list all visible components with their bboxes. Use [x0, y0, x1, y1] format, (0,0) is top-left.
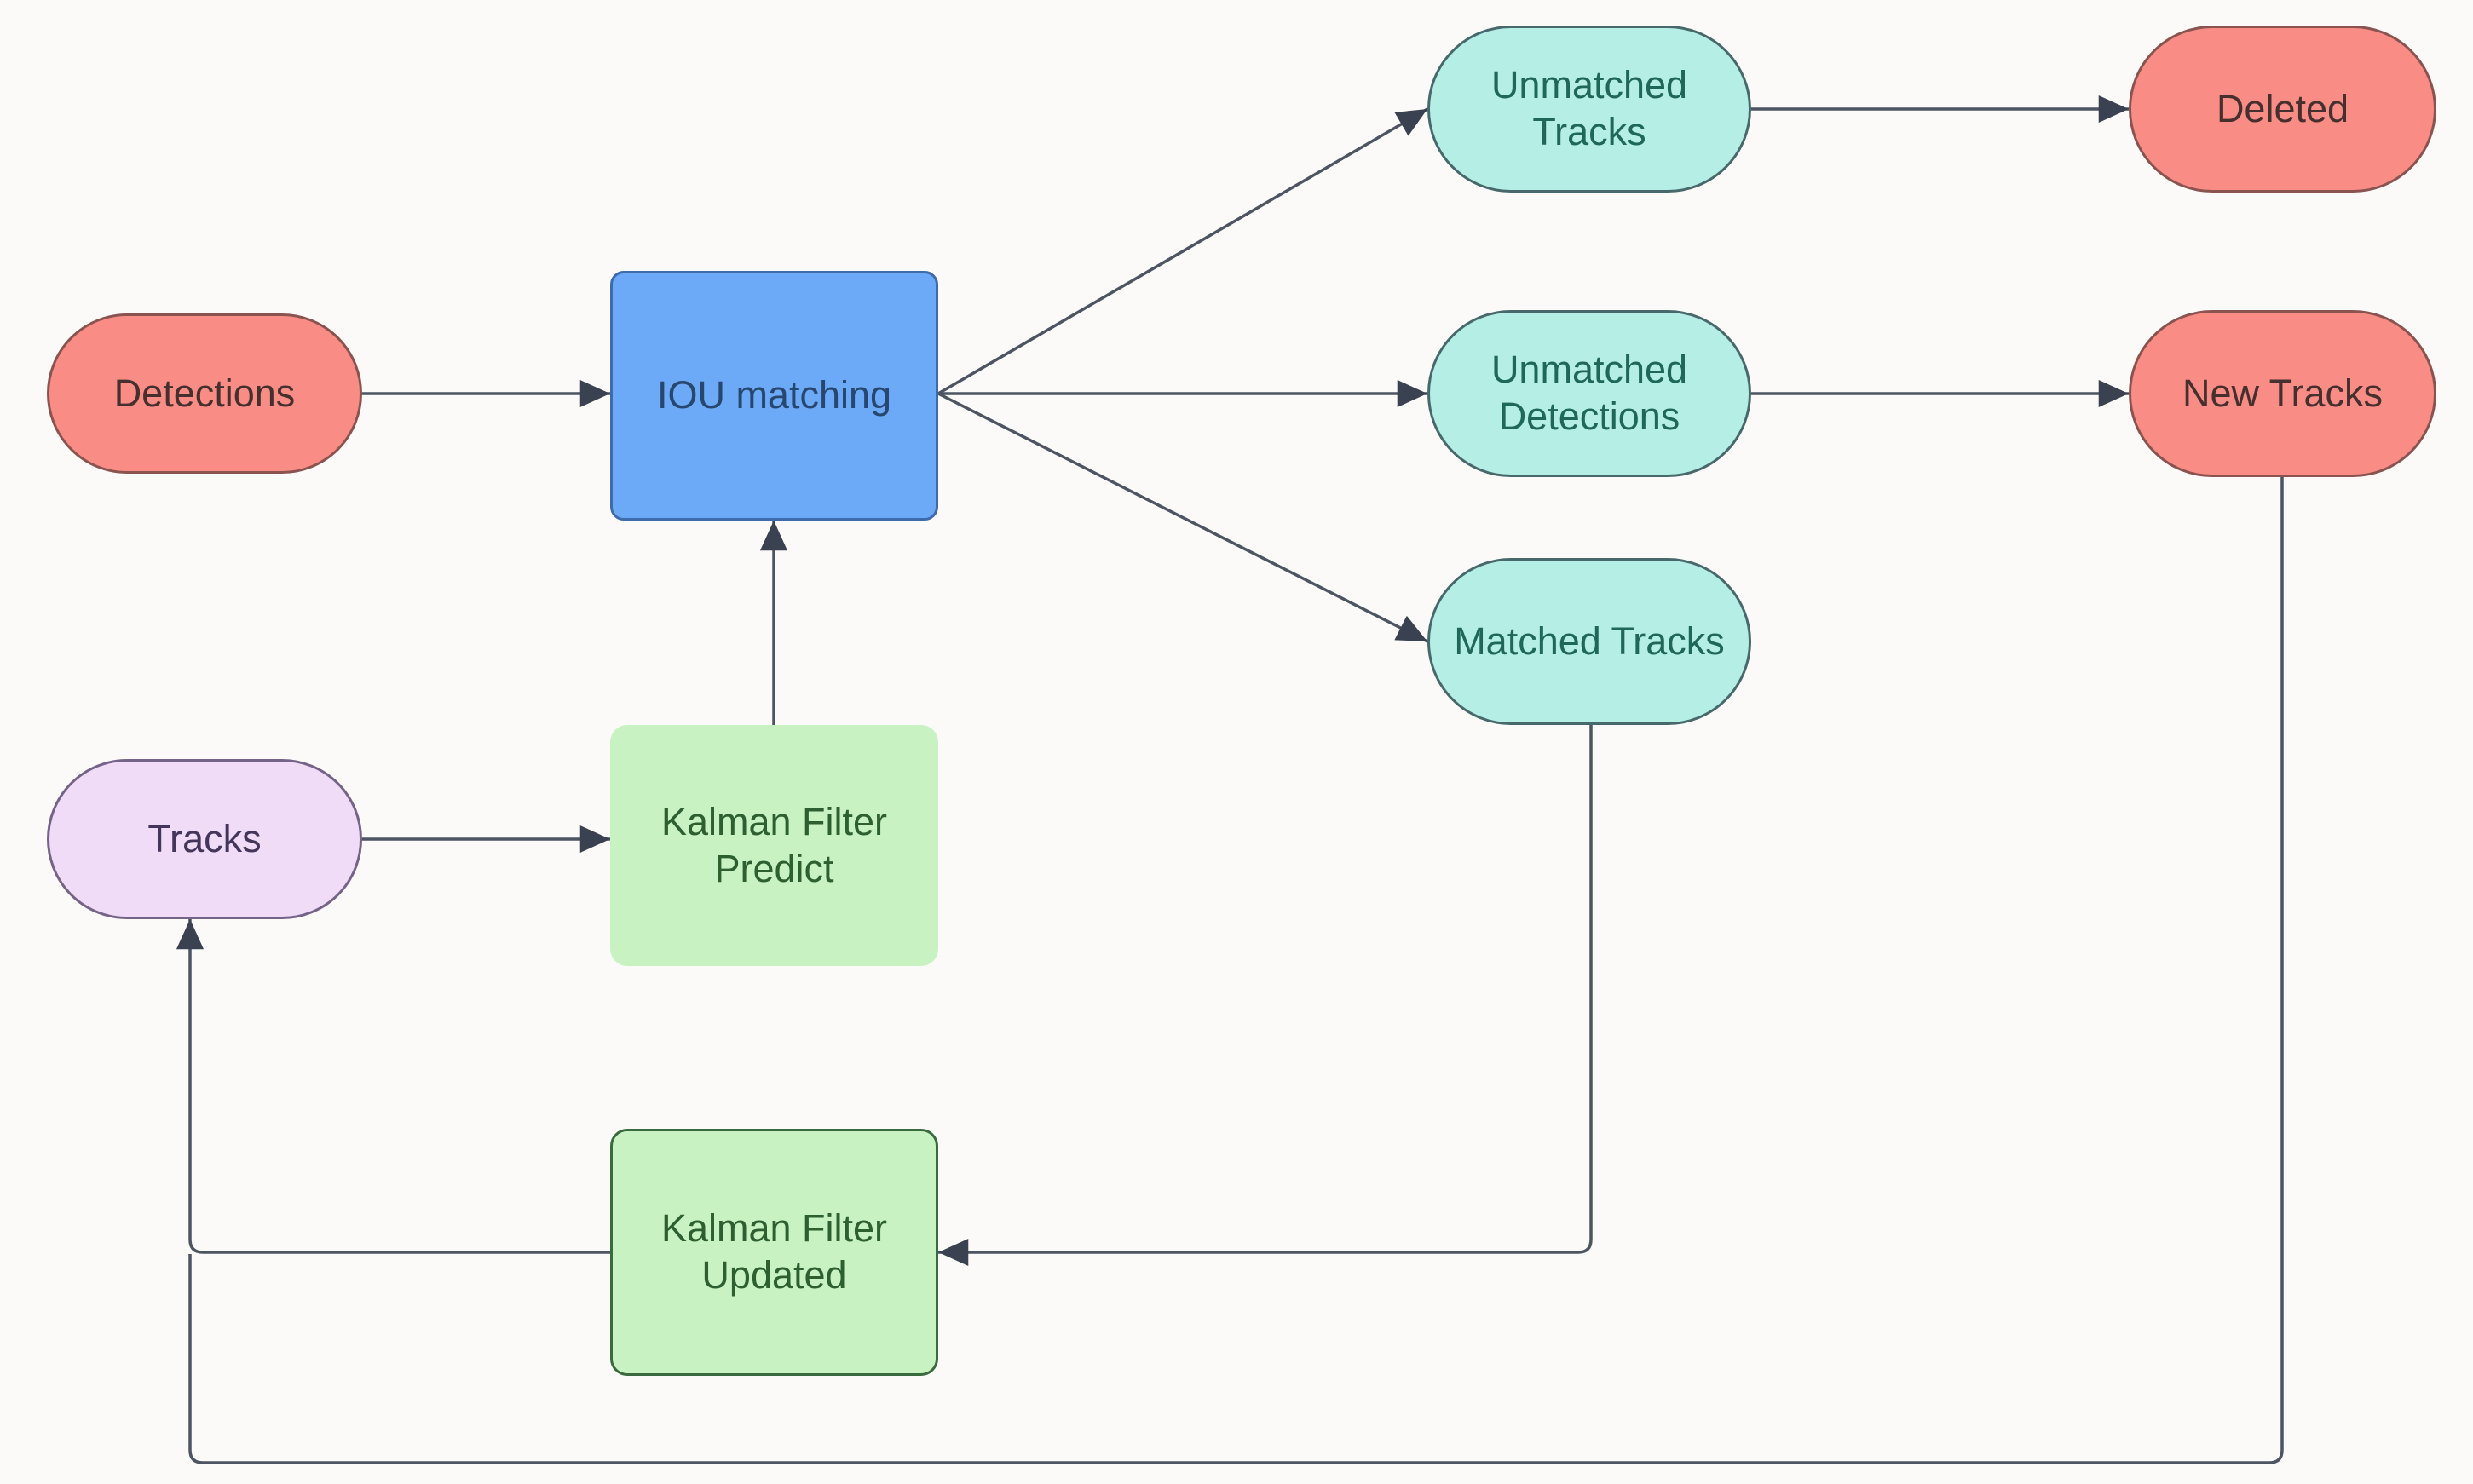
node-label-new-tracks: New Tracks	[2182, 371, 2384, 415]
node-iou-matching: IOU matching	[610, 271, 938, 521]
node-new-tracks: New Tracks	[2129, 310, 2436, 477]
edge-iou-matching-to-matched-tracks	[937, 392, 1428, 643]
node-label-unmatched-tracks: Unmatched Tracks	[1490, 63, 1688, 153]
node-deleted: Deleted	[2129, 26, 2436, 193]
edge-new-tracks-to-tracks	[188, 477, 2284, 1464]
node-label-detections: Detections	[113, 371, 296, 415]
edge-iou-matching-to-unmatched-tracks	[937, 107, 1428, 395]
edge-matched-tracks-to-kalman-filter-updated	[938, 725, 1593, 1267]
node-label-kalman-filter-updated: Kalman Filter Updated	[660, 1206, 888, 1297]
node-kalman-filter-predict: Kalman Filter Predict	[610, 725, 938, 966]
node-label-deleted: Deleted	[2216, 86, 2349, 130]
node-detections: Detections	[47, 313, 362, 474]
node-tracks: Tracks	[47, 759, 362, 919]
node-label-matched-tracks: Matched Tracks	[1454, 618, 1725, 663]
node-unmatched-detections: Unmatched Detections	[1427, 310, 1751, 477]
node-kalman-filter-updated: Kalman Filter Updated	[610, 1129, 938, 1376]
node-matched-tracks: Matched Tracks	[1427, 558, 1751, 725]
node-label-tracks: Tracks	[147, 816, 262, 860]
edge-kalman-filter-updated-to-tracks	[176, 919, 610, 1254]
node-label-unmatched-detections: Unmatched Detections	[1490, 348, 1688, 438]
node-label-kalman-filter-predict: Kalman Filter Predict	[660, 799, 888, 890]
node-unmatched-tracks: Unmatched Tracks	[1427, 26, 1751, 193]
node-label-iou-matching: IOU matching	[656, 373, 892, 417]
